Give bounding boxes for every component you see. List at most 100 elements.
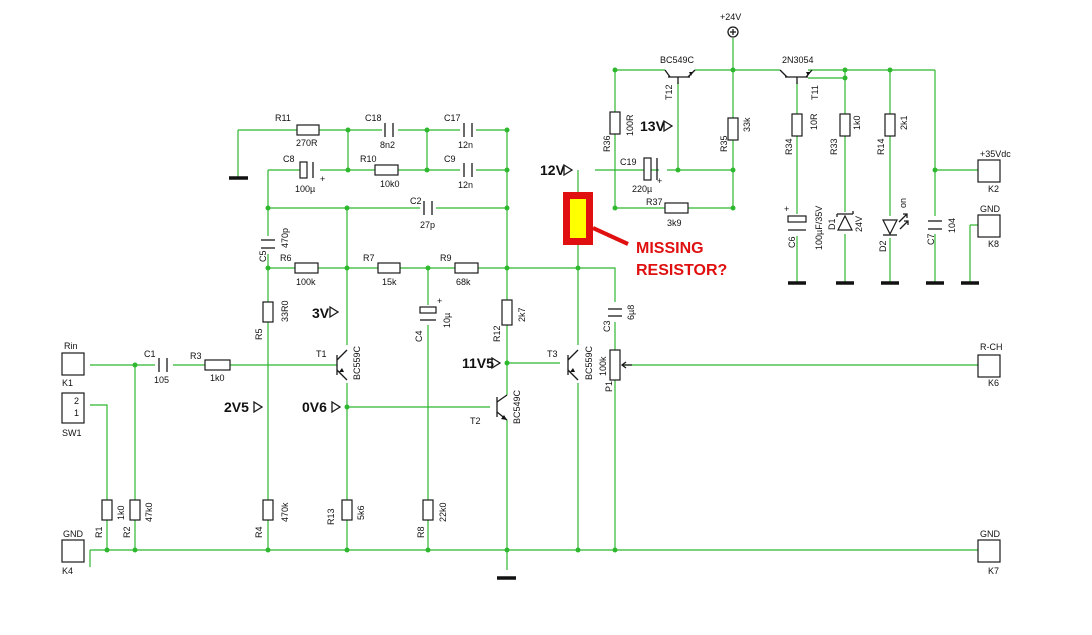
capacitor-c17: C17 12n — [444, 113, 473, 150]
transistor-t12: BC549C T12 — [660, 55, 696, 100]
c7-value: 104 — [947, 218, 957, 233]
c9-value: 12n — [458, 180, 473, 190]
voltage-12v: 12V — [540, 162, 566, 178]
capacitor-c5: C5 470p — [258, 228, 290, 262]
connector-k8: GND K8 — [977, 204, 1001, 249]
capacitor-c7: C7 104 — [926, 218, 957, 245]
voltage-3v: 3V — [312, 305, 330, 321]
svg-text:+: + — [657, 176, 662, 186]
k7-name: GND — [980, 529, 1001, 539]
c18-value: 8n2 — [380, 140, 395, 150]
r8-ref: R8 — [416, 526, 426, 538]
capacitor-c2: C2 27p — [410, 196, 435, 230]
capacitor-c6: + C6 100µF/35V — [784, 204, 824, 250]
supply-plus24: +24V — [720, 12, 741, 38]
k8-ref: K8 — [988, 239, 999, 249]
capacitor-c1: C1 105 — [144, 349, 169, 385]
connector-k1: Rin K1 — [61, 341, 85, 388]
connector-k4: GND K4 — [61, 529, 85, 576]
resistor-r5: R5 33R0 — [254, 300, 290, 340]
r7-ref: R7 — [363, 253, 375, 263]
r4-value: 470k — [280, 502, 290, 522]
t11-type: 2N3054 — [782, 55, 814, 65]
t12-ref: T12 — [664, 84, 674, 100]
resistor-r10: R10 10k0 — [360, 154, 400, 189]
voltage-13v: 13V — [640, 118, 666, 134]
r9-value: 68k — [456, 277, 471, 287]
capacitor-c8: + C8 100µ — [283, 154, 325, 194]
led-d2: D2 on — [878, 198, 909, 252]
t2-ref: T2 — [470, 416, 481, 426]
resistor-r9: R9 68k — [440, 253, 479, 287]
k7-ref: K7 — [988, 566, 999, 576]
resistor-r37: R37 3k9 — [646, 197, 689, 228]
voltage-markers: 12V 13V 3V 2V5 0V6 11V5 — [224, 118, 674, 415]
c1-ref: C1 — [144, 349, 156, 359]
p1-ref: P1 — [604, 381, 614, 392]
r14-value: 2k1 — [899, 115, 909, 130]
resistor-r8: R8 22k0 — [416, 499, 448, 538]
k2-name: +35Vdc — [980, 149, 1011, 159]
c9-ref: C9 — [444, 154, 456, 164]
r14-ref: R14 — [876, 138, 886, 155]
k6-name: R-CH — [980, 342, 1003, 352]
r5-ref: R5 — [254, 328, 264, 340]
r10-ref: R10 — [360, 154, 377, 164]
t1-type: BC559C — [352, 345, 362, 380]
connector-k7: GND K7 — [977, 529, 1001, 576]
svg-text:+: + — [437, 296, 442, 306]
r13-value: 5k6 — [356, 505, 366, 520]
missing-label-line1: MISSING — [636, 240, 704, 257]
d2-ref: D2 — [878, 240, 888, 252]
c19-value: 220µ — [632, 184, 652, 194]
resistor-r3: R3 1k0 — [190, 351, 231, 383]
zener-diode-d1: D1 24V — [827, 211, 864, 232]
t3-type: BC559C — [584, 345, 594, 380]
resistor-r12: R12 2k7 — [492, 299, 527, 342]
potentiometer-p1: P1 100k — [598, 349, 632, 392]
connector-k6: R-CH K6 — [977, 342, 1003, 388]
d2-value: on — [898, 198, 908, 208]
c1-value: 105 — [154, 375, 169, 385]
resistor-r35: R35 33k — [719, 117, 752, 152]
t3-ref: T3 — [547, 349, 558, 359]
t12-type: BC549C — [660, 55, 695, 65]
r12-value: 2k7 — [517, 307, 527, 322]
capacitor-c9: C9 12n — [444, 154, 473, 190]
r6-value: 100k — [296, 277, 316, 287]
connector-k2: +35Vdc K2 — [977, 149, 1011, 194]
c4-value: 10µ — [442, 313, 452, 328]
r35-value: 33k — [742, 117, 752, 132]
k1-ref: K1 — [62, 378, 73, 388]
c8-value: 100µ — [295, 184, 315, 194]
capacitor-c3: C3 6µ8 — [602, 305, 636, 332]
transistor-t1: T1 BC559C — [316, 345, 362, 381]
svg-text:2: 2 — [74, 396, 79, 406]
c6-ref: C6 — [787, 236, 797, 248]
voltage-0v6: 0V6 — [302, 399, 327, 415]
k4-ref: K4 — [62, 566, 73, 576]
k6-ref: K6 — [988, 378, 999, 388]
capacitor-c18: C18 8n2 — [365, 113, 395, 150]
resistor-r34: R34 10R — [784, 113, 819, 155]
c6-value: 100µF/35V — [814, 206, 824, 250]
r35-ref: R35 — [719, 135, 729, 152]
c18-ref: C18 — [365, 113, 382, 123]
t11-ref: T11 — [810, 85, 820, 100]
transistor-t11: 2N3054 T11 — [779, 55, 820, 100]
k8-name: GND — [980, 204, 1001, 214]
t2-type: BC549C — [512, 389, 522, 424]
r37-value: 3k9 — [667, 218, 682, 228]
r5-value: 33R0 — [280, 300, 290, 322]
p1-value: 100k — [598, 356, 608, 376]
sw1-ref: SW1 — [62, 428, 82, 438]
c2-ref: C2 — [410, 196, 422, 206]
r36-value: 100R — [625, 114, 635, 136]
resistor-r11: R11 270R — [275, 113, 320, 148]
resistor-r7: R7 15k — [363, 253, 401, 287]
r4-ref: R4 — [254, 526, 264, 538]
c3-ref: C3 — [602, 320, 612, 332]
resistor-r4: R4 470k — [254, 499, 290, 538]
voltage-2v5: 2V5 — [224, 399, 249, 415]
